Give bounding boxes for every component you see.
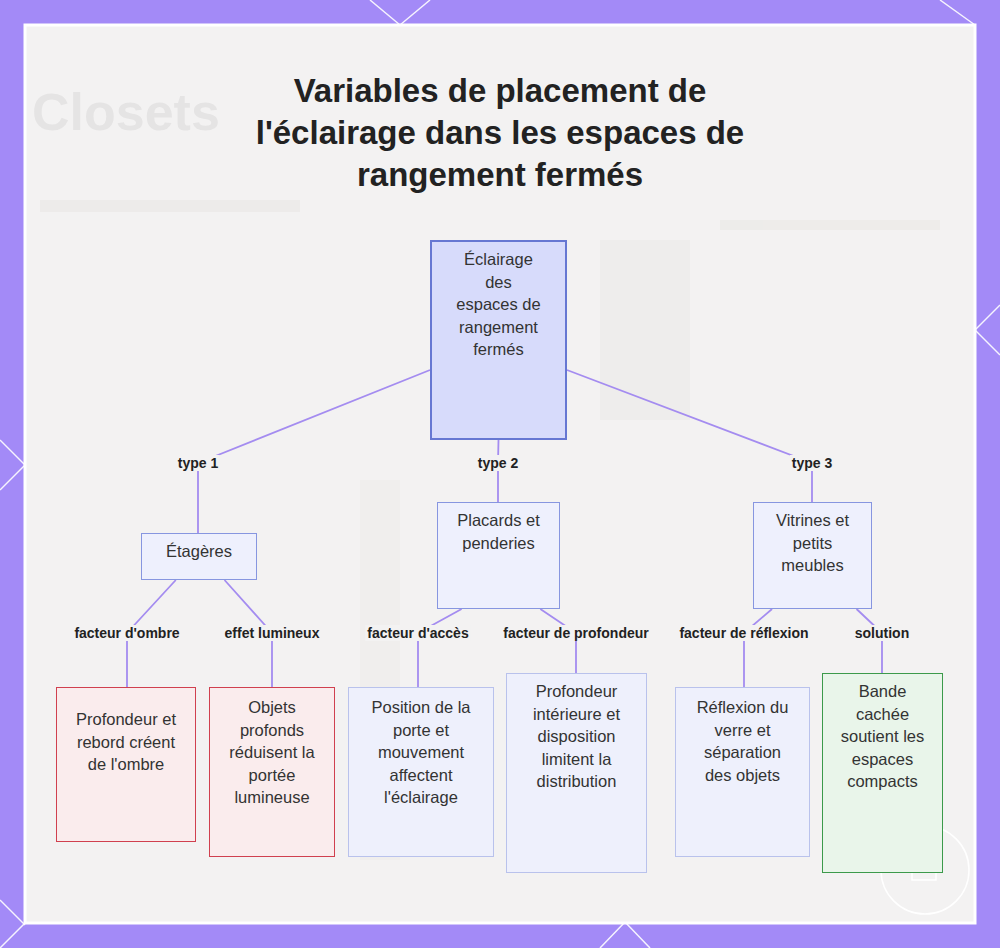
edge-label: effet lumineux — [223, 625, 322, 641]
blurred-photo — [40, 200, 940, 860]
factor-box: Réflexion du verre et séparation des obj… — [675, 687, 810, 857]
edge-label: facteur de profondeur — [501, 625, 650, 641]
connector-line — [744, 609, 772, 687]
root-box: Éclairage des espaces de rangement fermé… — [430, 240, 567, 440]
edge-label: facteur de réflexion — [677, 625, 810, 641]
factor-box: Profondeur intérieure et disposition lim… — [506, 673, 647, 873]
connector-line — [567, 370, 812, 502]
node-text: Bande cachée soutient les espaces compac… — [837, 680, 928, 793]
category-box: Placards et penderies — [437, 502, 560, 609]
factor-box: Profondeur et rebord créent de l'ombre — [56, 687, 196, 842]
node-text: Éclairage des espaces de rangement fermé… — [454, 248, 543, 361]
node-text: Profondeur et rebord créent de l'ombre — [73, 708, 179, 776]
connector-line — [198, 370, 430, 533]
node-text: Vitrines et petits meubles — [764, 509, 861, 577]
edge-label: type 2 — [476, 455, 520, 471]
watermark-group: Closets — [32, 82, 220, 142]
diagram-title: Variables de placement de l'éclairage da… — [230, 70, 770, 196]
edge-label: solution — [853, 625, 911, 641]
edge-label: type 3 — [790, 455, 834, 471]
node-text: Placards et penderies — [448, 509, 549, 554]
factor-box: Objets profonds réduisent la portée lumi… — [209, 687, 335, 857]
node-text: Profondeur intérieure et disposition lim… — [521, 680, 632, 793]
connector-line — [540, 609, 576, 673]
watermark: Closets — [32, 82, 220, 142]
node-text: Réflexion du verre et séparation des obj… — [694, 696, 791, 786]
solution-box: Bande cachée soutient les espaces compac… — [822, 673, 943, 873]
category-box: Vitrines et petits meubles — [753, 502, 872, 609]
connector-line — [418, 609, 462, 687]
factor-box: Position de la porte et mouvement affect… — [348, 687, 494, 857]
edge-label: facteur d'accès — [365, 625, 470, 641]
panel — [25, 25, 975, 923]
category-box: Étagères — [141, 533, 257, 580]
node-text: Étagères — [148, 540, 250, 563]
node-text: Objets profonds réduisent la portée lumi… — [224, 696, 320, 809]
connector-line — [857, 609, 882, 673]
edge-label: facteur d'ombre — [72, 625, 181, 641]
node-text: Position de la porte et mouvement affect… — [363, 696, 479, 809]
connector-line — [497, 440, 499, 502]
edge-label: type 1 — [176, 455, 220, 471]
